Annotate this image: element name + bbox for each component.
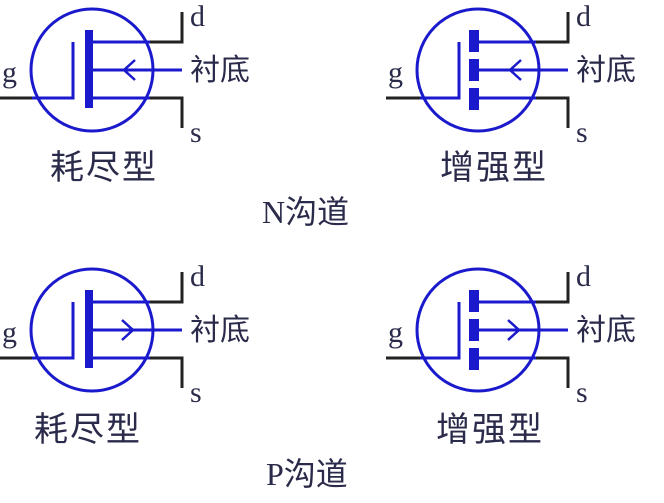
drain-label: d [576, 0, 591, 33]
type-label-depletion: 耗尽型 [50, 150, 158, 187]
gate-label: g [2, 316, 17, 349]
p-channel-title: P沟道 [266, 456, 348, 492]
gate-label: g [388, 316, 403, 349]
substrate-label: 衬底 [576, 54, 636, 87]
p-channel-enhancement-symbol [386, 267, 570, 393]
type-label-enhancement: 增强型 [440, 150, 548, 187]
n-channel-title: N沟道 [262, 194, 350, 230]
drain-label: d [190, 0, 205, 33]
drain-label: d [190, 260, 205, 293]
type-label-enhancement: 增强型 [436, 412, 544, 449]
source-label: s [576, 116, 588, 149]
substrate-label: 衬底 [576, 314, 636, 347]
gate-label: g [388, 56, 403, 89]
substrate-label: 衬底 [190, 314, 250, 347]
source-label: s [190, 376, 202, 409]
p-channel-depletion-symbol [0, 267, 184, 393]
n-channel-enhancement-symbol [386, 7, 570, 133]
substrate-label: 衬底 [190, 54, 250, 87]
drain-label: d [576, 260, 591, 293]
source-label: s [576, 376, 588, 409]
n-channel-depletion-symbol [0, 7, 184, 133]
source-label: s [190, 116, 202, 149]
gate-label: g [2, 56, 17, 89]
type-label-depletion: 耗尽型 [34, 412, 142, 449]
